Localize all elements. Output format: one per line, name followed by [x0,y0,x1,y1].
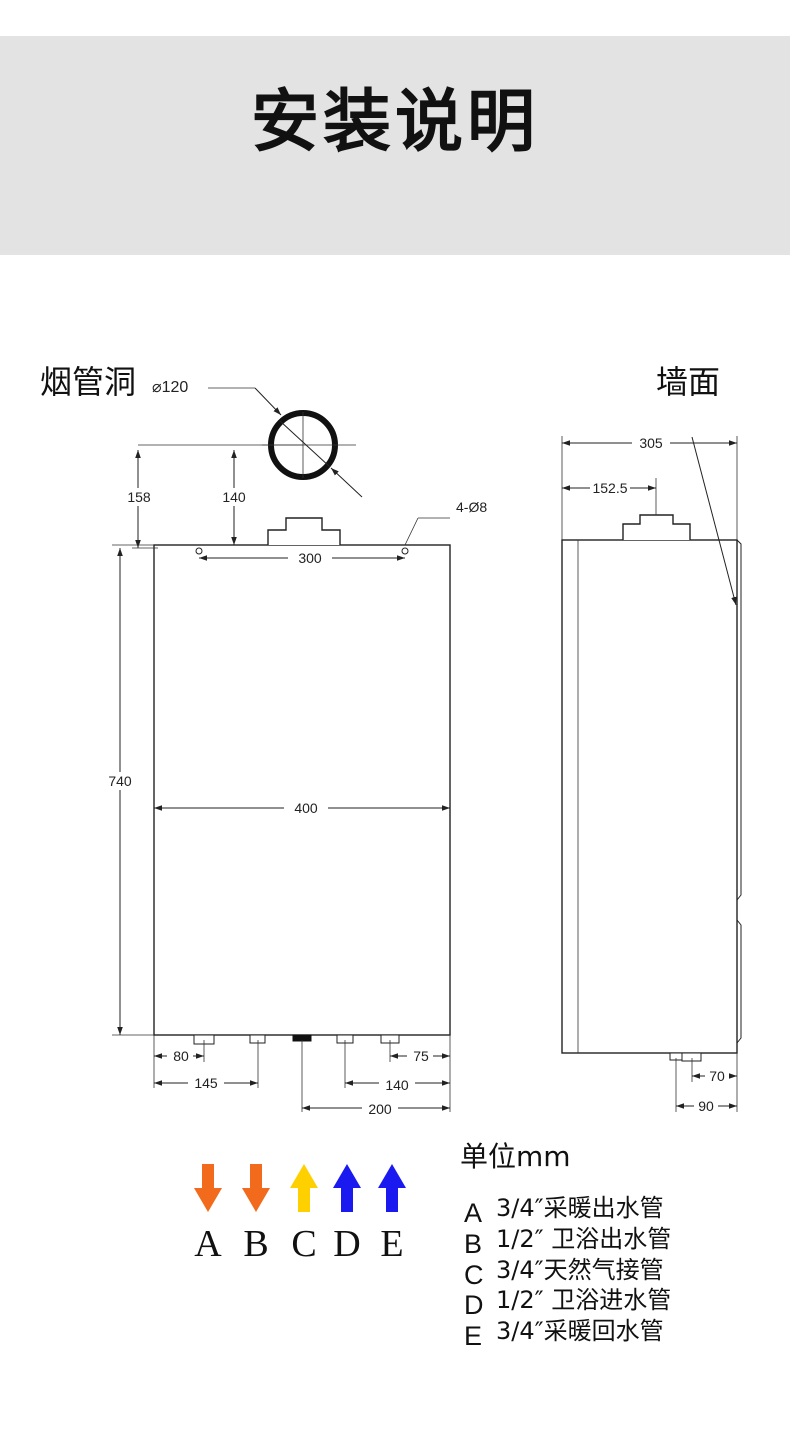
side-connector [681,1052,702,1062]
dim-80: 80 [173,1048,189,1064]
mount-hole-right [401,547,409,555]
arrow-c-letter: C [291,1223,316,1265]
legend-b-letter: B [464,1229,482,1259]
flue-hole [208,387,363,498]
legend-a-text: 3/4″采暖出水管 [496,1194,664,1222]
legend-e-letter: E [464,1321,482,1351]
dim-305: 305 [639,435,663,451]
dim-4-holes: 4-Ø8 [456,499,487,515]
legend-item-b: B 1/2″ 卫浴出水管 [464,1225,671,1259]
dim-75: 75 [413,1048,429,1064]
dim-158: 158 [127,489,151,505]
arrow-e-icon [378,1164,406,1212]
legend: A 3/4″采暖出水管 B 1/2″ 卫浴出水管 C 3/4″天然气接管 D 1… [464,1194,671,1351]
legend-b-text: 1/2″ 卫浴出水管 [496,1225,671,1253]
arrow-b: B [242,1164,270,1265]
wall-label: 墙面 [656,363,720,401]
flue-outlet-side [622,514,691,540]
legend-a-letter: A [464,1198,482,1228]
arrow-d-letter: D [333,1223,360,1265]
flue-outlet-front [267,517,341,545]
arrow-e-letter: E [380,1223,403,1265]
header-banner [0,36,790,255]
flue-hole-label: 烟管洞 [40,363,136,401]
legend-item-d: D 1/2″ 卫浴进水管 [464,1286,671,1320]
flue-diameter-label: ⌀120 [152,379,188,396]
arrow-d: D [333,1164,361,1265]
boiler-front-body [153,544,451,1036]
dim-400: 400 [294,800,318,816]
side-dimension-labels: 305 152.5 70 90 [590,435,729,1115]
arrow-b-letter: B [243,1223,268,1265]
dim-145: 145 [194,1075,218,1091]
dim-70: 70 [709,1068,725,1084]
legend-c-text: 3/4″天然气接管 [496,1256,664,1284]
legend-item-a: A 3/4″采暖出水管 [464,1194,664,1228]
dim-152-5: 152.5 [592,480,627,496]
dim-140-bottom: 140 [385,1077,409,1093]
page-title: 安装说明 [250,83,539,162]
mount-hole-left [195,547,203,555]
dim-140-top: 140 [222,489,246,505]
arrow-a-icon [194,1164,222,1212]
legend-d-text: 1/2″ 卫浴进水管 [496,1286,671,1314]
side-view [561,436,742,1112]
legend-item-e: E 3/4″采暖回水管 [464,1317,664,1351]
front-dimensions [112,444,451,1112]
dim-300: 300 [298,550,322,566]
arrow-d-icon [333,1164,361,1212]
legend-c-letter: C [464,1260,484,1290]
front-view [153,517,451,1045]
arrow-e: E [378,1164,406,1265]
legend-d-letter: D [464,1290,484,1320]
arrow-c-icon [290,1164,318,1212]
boiler-side-body [561,539,738,1054]
arrow-b-icon [242,1164,270,1212]
arrow-a: A [194,1164,222,1265]
front-dimension-labels: 158 140 300 4-Ø8 740 400 80 75 145 140 2… [102,488,487,1117]
dim-200: 200 [368,1101,392,1117]
arrow-a-letter: A [194,1223,222,1265]
dim-740: 740 [108,773,132,789]
dim-90: 90 [698,1098,714,1114]
arrow-row: A B C D E [194,1164,406,1265]
legend-item-c: C 3/4″天然气接管 [464,1256,664,1290]
connector-b [249,1034,266,1044]
legend-e-text: 3/4″采暖回水管 [496,1317,664,1345]
arrow-c: C [290,1164,318,1265]
unit-label: 单位mm [460,1140,571,1173]
